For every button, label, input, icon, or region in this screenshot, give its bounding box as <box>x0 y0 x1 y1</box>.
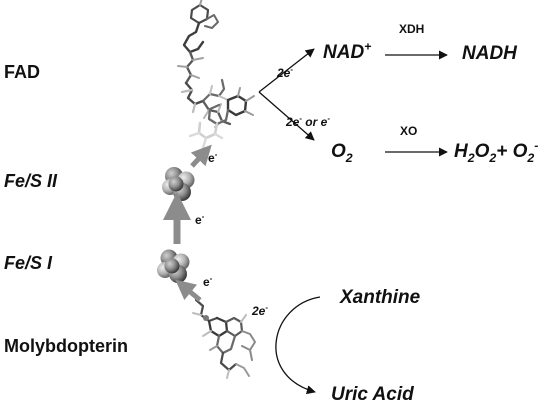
two-electron-label-nad: 2e- <box>277 65 293 80</box>
electron-label-fes1: e- <box>203 274 213 289</box>
arrow-xanthine-to-uric-acid <box>275 296 321 395</box>
two-or-one-electron-label: 2e- or e- <box>286 114 330 129</box>
uric-acid-label: Uric Acid <box>331 384 414 405</box>
fad-label: FAD <box>4 62 40 82</box>
nadh-label: NADH <box>462 43 517 64</box>
arrow-mo-to-fes1 <box>175 279 202 302</box>
molybdopterin-label: Molybdopterin <box>4 336 128 356</box>
molybdopterin-molecule-icon <box>192 298 256 379</box>
iron-sulfur-cluster-2-icon <box>162 167 195 201</box>
h2o2-superoxide-label: H2O2+ O2- <box>454 138 539 165</box>
reaction-arrows <box>258 48 448 395</box>
fes1-label: Fe/S I <box>4 253 53 273</box>
arrow-to-o2 <box>258 91 315 141</box>
electron-label-fes2: e- <box>195 212 205 227</box>
arrow-to-nad <box>258 48 315 93</box>
two-electron-label-mo: 2e- <box>252 303 268 318</box>
nad-label: NAD+ <box>323 39 372 63</box>
electron-flow-arrows <box>163 144 212 302</box>
fad-molecule-icon <box>177 0 255 150</box>
electron-label-fad: e- <box>208 150 218 165</box>
xo-enzyme-label: XO <box>400 124 418 138</box>
iron-sulfur-cluster-1-icon <box>157 249 190 283</box>
o2-label: O2 <box>331 141 353 165</box>
xanthine-label: Xanthine <box>340 287 421 308</box>
xdh-enzyme-label: XDH <box>399 22 425 36</box>
arrow-fes2-to-fad <box>190 144 212 168</box>
fes2-label: Fe/S II <box>4 171 58 191</box>
